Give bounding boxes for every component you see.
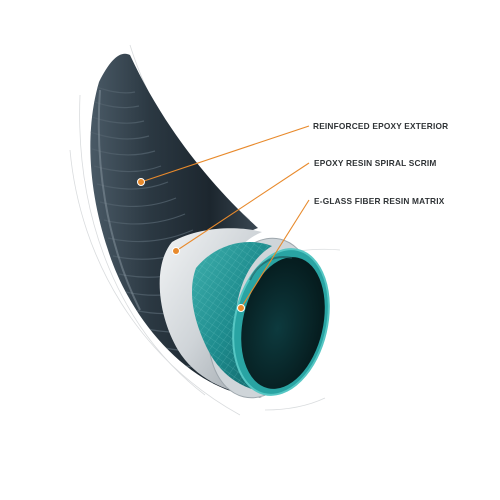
leader-line-exterior	[140, 125, 310, 183]
leader-dot-exterior	[137, 178, 145, 186]
label-epoxy-resin-spiral-scrim: EPOXY RESIN SPIRAL SCRIM	[314, 158, 437, 168]
leader-line-fiber	[240, 199, 310, 309]
leader-dots	[137, 178, 245, 312]
label-reinforced-epoxy-exterior: REINFORCED EPOXY EXTERIOR	[313, 121, 449, 131]
leader-lines	[140, 125, 310, 309]
inner-bore	[241, 256, 325, 389]
leader-dot-scrim	[172, 247, 180, 255]
leader-dot-fiber	[237, 304, 245, 312]
leader-line-scrim	[175, 162, 310, 252]
label-e-glass-fiber-resin-matrix: E-GLASS FIBER RESIN MATRIX	[314, 196, 445, 206]
